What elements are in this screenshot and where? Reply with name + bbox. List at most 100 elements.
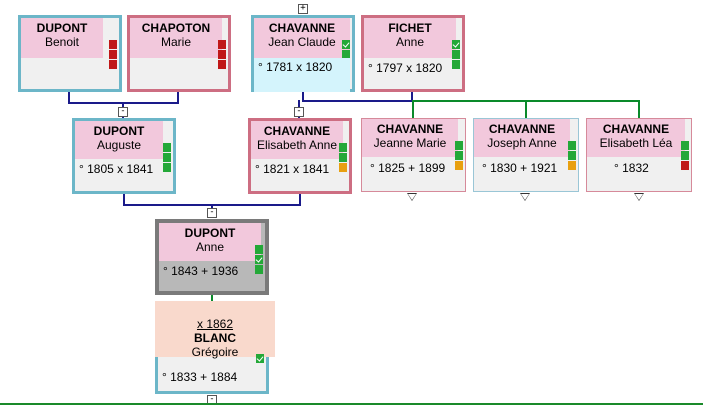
marriage-info: x 1862 BLANC Grégoire: [155, 301, 275, 359]
connector-line: [302, 100, 413, 102]
connector-line: [302, 90, 304, 102]
given-name: Elisabeth Léa: [599, 136, 673, 150]
given-name: Elisabeth Anne: [256, 138, 338, 152]
status-green-icon: [342, 50, 350, 59]
given-name: Jeanne Marie: [373, 136, 447, 150]
status-green-icon: [452, 60, 460, 69]
life-dates: ° 1843 + 1936: [163, 264, 239, 278]
status-red-icon: [218, 50, 226, 59]
connector-line: [211, 294, 213, 302]
surname: CHAVANNE: [488, 122, 556, 136]
person-card-chavanne-elisabeth-anne[interactable]: CHAVANNE Elisabeth Anne ° 1821 x 1841: [248, 118, 352, 194]
person-card-chapoton-marie[interactable]: CHAPOTON Marie: [127, 15, 231, 92]
status-indicators: [255, 245, 263, 274]
check-icon: [256, 354, 264, 363]
given-name: Anne: [395, 35, 425, 49]
person-card-chavanne-jeanne-marie[interactable]: CHAVANNE Jeanne Marie ° 1825 + 1899: [361, 118, 466, 192]
status-green-icon: [255, 245, 263, 254]
status-orange-icon: [455, 161, 463, 170]
given-name: Benoit: [44, 35, 80, 49]
life-dates: ° 1832: [614, 161, 649, 175]
status-indicators: [568, 141, 576, 170]
status-green-icon: [255, 265, 263, 274]
given-name: Grégoire: [191, 345, 239, 359]
surname: CHAVANNE: [263, 124, 331, 138]
person-name: CHAVANNE Elisabeth Léa: [587, 119, 685, 157]
life-dates: ° 1833 + 1884: [162, 370, 238, 384]
person-card-chavanne-joseph-anne[interactable]: CHAVANNE Joseph Anne ° 1830 + 1921: [473, 118, 579, 192]
marriage-date: x 1862: [196, 317, 234, 331]
status-red-icon: [109, 50, 117, 59]
surname: CHAVANNE: [376, 122, 444, 136]
descendants-arrow-icon[interactable]: [407, 193, 417, 201]
status-orange-icon: [339, 163, 347, 172]
status-green-icon: [568, 151, 576, 160]
surname: DUPONT: [93, 124, 145, 138]
collapse-toggle[interactable]: -: [207, 208, 217, 218]
given-name: Auguste: [96, 138, 142, 152]
check-icon: [452, 40, 460, 49]
surname: CHAVANNE: [602, 122, 670, 136]
person-card-blanc-gregoire[interactable]: x 1862 BLANC Grégoire ° 1833 + 1884: [155, 301, 275, 394]
given-name: Joseph Anne: [487, 136, 557, 150]
status-red-icon: [109, 40, 117, 49]
expand-toggle[interactable]: +: [298, 4, 308, 14]
life-dates: ° 1821 x 1841: [255, 162, 330, 176]
connector-line: [123, 192, 125, 206]
collapse-toggle[interactable]: -: [118, 107, 128, 117]
status-green-icon: [455, 141, 463, 150]
person-name: CHAVANNE Jean Claude: [254, 18, 350, 58]
check-icon: [342, 40, 350, 49]
person-name: CHAPOTON Marie: [130, 18, 222, 58]
person-name: DUPONT Auguste: [75, 121, 163, 159]
status-green-icon: [452, 50, 460, 59]
status-indicators: [681, 141, 689, 170]
status-green-icon: [568, 141, 576, 150]
descendants-arrow-icon[interactable]: [634, 193, 644, 201]
surname: CHAPOTON: [141, 21, 211, 35]
status-green-icon: [163, 143, 171, 152]
given-name: Jean Claude: [268, 35, 336, 49]
status-indicators: [109, 40, 117, 69]
person-card-fichet-anne[interactable]: FICHET Anne ° 1797 x 1820: [361, 15, 465, 92]
given-name: Anne: [195, 240, 225, 254]
status-indicators: [455, 141, 463, 170]
person-name: DUPONT Benoit: [21, 18, 103, 58]
person-name: CHAVANNE Joseph Anne: [474, 119, 570, 157]
life-dates: ° 1825 + 1899: [370, 161, 446, 175]
connector-line: [525, 100, 527, 118]
descendants-arrow-icon[interactable]: [520, 193, 530, 201]
surname: DUPONT: [36, 21, 88, 35]
connector-line: [411, 90, 413, 102]
connector-line: [177, 90, 179, 104]
status-red-icon: [681, 161, 689, 170]
person-name: DUPONT Anne: [159, 223, 261, 261]
status-red-icon: [109, 60, 117, 69]
person-card-chavanne-jean-claude[interactable]: CHAVANNE Jean Claude ° 1781 x 1820: [251, 15, 355, 92]
status-orange-icon: [568, 161, 576, 170]
status-green-icon: [339, 143, 347, 152]
person-card-dupont-anne[interactable]: DUPONT Anne ° 1843 + 1936: [155, 219, 269, 295]
surname: FICHET: [388, 21, 432, 35]
person-card-chavanne-elisabeth-lea[interactable]: CHAVANNE Elisabeth Léa ° 1832: [586, 118, 692, 192]
given-name: Marie: [160, 35, 191, 49]
person-name: CHAVANNE Elisabeth Anne: [251, 121, 343, 159]
collapse-toggle[interactable]: -: [294, 107, 304, 117]
surname: DUPONT: [184, 226, 236, 240]
status-green-icon: [455, 151, 463, 160]
status-indicators: [339, 143, 347, 172]
person-name: CHAVANNE Jeanne Marie: [362, 119, 458, 157]
person-card-dupont-benoit[interactable]: DUPONT Benoit: [18, 15, 122, 92]
surname: CHAVANNE: [268, 21, 336, 35]
status-red-icon: [218, 60, 226, 69]
life-dates: ° 1781 x 1820: [254, 58, 350, 92]
status-indicators: [452, 40, 460, 69]
person-card-dupont-auguste[interactable]: DUPONT Auguste ° 1805 x 1841: [72, 118, 176, 194]
connector-line: [68, 90, 70, 104]
status-green-icon: [163, 153, 171, 162]
status-indicators: [218, 40, 226, 69]
person-name: FICHET Anne: [364, 18, 456, 58]
check-icon: [255, 255, 263, 264]
life-dates: ° 1830 + 1921: [482, 161, 558, 175]
